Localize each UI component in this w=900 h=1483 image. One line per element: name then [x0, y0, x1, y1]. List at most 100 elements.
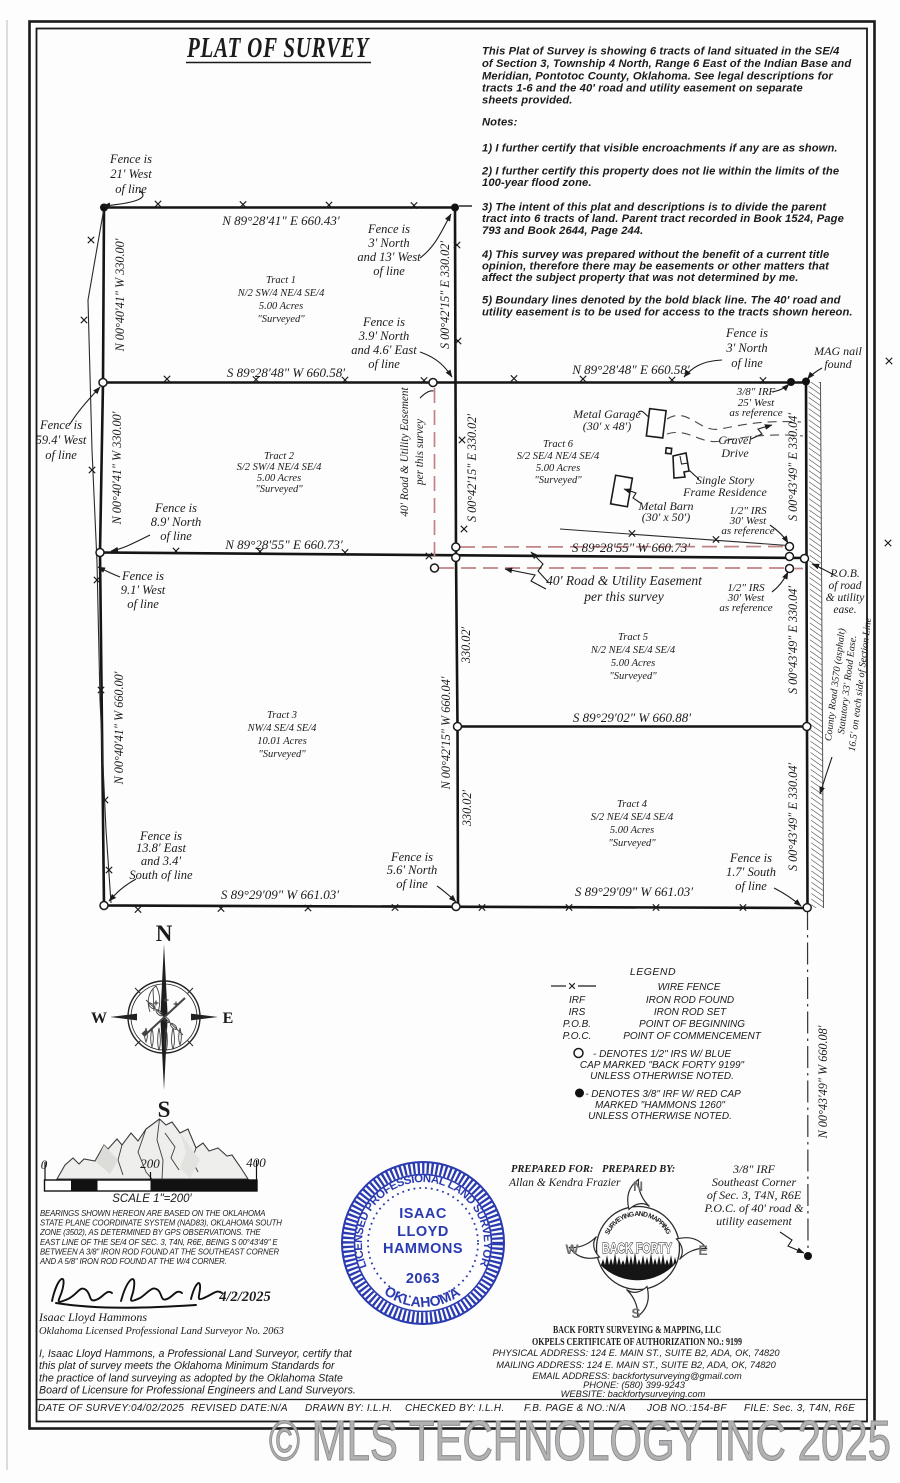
svg-text:affect the subject property th: affect the subject property that was not… — [482, 272, 798, 284]
svg-text:LLOYD: LLOYD — [397, 1224, 449, 1240]
svg-text:5.00 Acres: 5.00 Acres — [536, 463, 580, 474]
svg-text:Tract 2: Tract 2 — [264, 451, 295, 462]
svg-text:Tract 1: Tract 1 — [266, 275, 296, 286]
svg-text:UNLESS OTHERWISE NOTED.: UNLESS OTHERWISE NOTED. — [588, 1111, 732, 1122]
svg-text:EMAIL ADDRESS: backfortysurvey: EMAIL ADDRESS: backfortysurveying@gmail.… — [532, 1371, 742, 1381]
svg-text:EAST LINE OF THE SE/4 OF SEC.: EAST LINE OF THE SE/4 OF SEC. 3, T4N, R6… — [40, 1238, 278, 1247]
svg-text:BEARINGS SHOWN HEREON ARE BASE: BEARINGS SHOWN HEREON ARE BASED ON THE O… — [40, 1209, 265, 1218]
svg-text:Drive: Drive — [720, 446, 749, 460]
svg-text:21' West: 21' West — [110, 167, 152, 181]
svg-text:N: N — [633, 1178, 643, 1194]
svg-text:N 00°40′41" W 330.00′: N 00°40′41" W 330.00′ — [110, 411, 124, 525]
svg-text:330.02′: 330.02′ — [459, 627, 473, 665]
svg-text:and 4.6' East: and 4.6' East — [351, 343, 417, 357]
svg-text:100-year flood zone.: 100-year flood zone. — [482, 177, 592, 189]
svg-text:the practice of land surveying: the practice of land surveying as adopte… — [39, 1372, 343, 1384]
svg-text:Fence is: Fence is — [362, 315, 405, 329]
svg-text:5.00 Acres: 5.00 Acres — [611, 658, 655, 669]
svg-text:P.O.B.: P.O.B. — [829, 568, 860, 580]
svg-text:MAG nail: MAG nail — [813, 344, 862, 358]
svg-text:3' North: 3' North — [367, 236, 409, 250]
svg-text:of line: of line — [396, 877, 428, 891]
svg-text:OKPELS CERTIFICATE OF AUTHORIZ: OKPELS CERTIFICATE OF AUTHORIZATION NO.:… — [532, 1337, 742, 1348]
svg-text:S 00°42′15" E 330.02′: S 00°42′15" E 330.02′ — [438, 241, 452, 349]
svg-text:1) I further certify that visi: 1) I further certify that visible encroa… — [482, 143, 838, 155]
svg-text:Tract 4: Tract 4 — [617, 799, 648, 810]
svg-text:ISAAC: ISAAC — [399, 1206, 447, 1222]
svg-text:40' Road & Utility Easement: 40' Road & Utility Easement — [546, 573, 703, 588]
svg-text:- DENOTES 3/8" IRF W/ RED CAP: - DENOTES 3/8" IRF W/ RED CAP — [585, 1089, 741, 1100]
svg-text:59.4' West: 59.4' West — [36, 433, 87, 447]
svg-text:Tract 3: Tract 3 — [267, 710, 297, 721]
svg-text:Fence is: Fence is — [139, 829, 182, 843]
svg-text:3) The intent of this plat and: 3) The intent of this plat and descripti… — [482, 202, 827, 214]
svg-text:(30' x 50'): (30' x 50') — [642, 510, 690, 524]
svg-text:"Surveyed": "Surveyed" — [255, 484, 303, 495]
svg-text:CAP MARKED "BACK FORTY 9199": CAP MARKED "BACK FORTY 9199" — [580, 1060, 745, 1071]
svg-text:30' West: 30' West — [729, 515, 767, 527]
svg-text:FILE: Sec. 3, T4N, R6E: FILE: Sec. 3, T4N, R6E — [744, 1403, 855, 1414]
svg-text:PREPARED BY:: PREPARED BY: — [602, 1164, 675, 1175]
svg-text:5.6' North: 5.6' North — [387, 863, 438, 877]
svg-text:Fence is: Fence is — [390, 850, 433, 864]
svg-text:P.O.C.: P.O.C. — [563, 1031, 592, 1042]
svg-text:per this survey: per this survey — [414, 419, 426, 486]
svg-text:5.00 Acres: 5.00 Acres — [257, 473, 301, 484]
svg-text:S/2 SW/4 NE/4 SE/4: S/2 SW/4 NE/4 SE/4 — [237, 462, 323, 473]
svg-text:P.O.C. of 40' road &: P.O.C. of 40' road & — [704, 1201, 805, 1215]
svg-text:tract into 6 tracts of land. P: tract into 6 tracts of land. Parent trac… — [482, 213, 844, 225]
svg-text:© MLS TECHNOLOGY INC 2025: © MLS TECHNOLOGY INC 2025 — [269, 1409, 891, 1473]
svg-text:per this survey: per this survey — [583, 589, 663, 604]
svg-text:IRF: IRF — [569, 995, 586, 1006]
svg-text:found: found — [824, 357, 852, 371]
svg-text:Single Story: Single Story — [696, 473, 755, 487]
svg-text:S 89°28′55" W 660.73′: S 89°28′55" W 660.73′ — [572, 540, 690, 555]
svg-text:Southeast Corner: Southeast Corner — [712, 1175, 797, 1189]
svg-text:5.00 Acres: 5.00 Acres — [610, 825, 654, 836]
svg-text:Oklahoma Licensed Professional: Oklahoma Licensed Professional Land Surv… — [39, 1326, 284, 1337]
svg-text:S/2 NE/4 SE/4 SE/4: S/2 NE/4 SE/4 SE/4 — [591, 812, 674, 823]
svg-text:PHYSICAL ADDRESS: 124 E. MAIN: PHYSICAL ADDRESS: 124 E. MAIN ST., SUITE… — [492, 1348, 780, 1358]
svg-text:WIRE FENCE: WIRE FENCE — [658, 982, 721, 993]
svg-text:400: 400 — [246, 1155, 266, 1170]
svg-text:0: 0 — [41, 1157, 48, 1172]
svg-text:10.01 Acres: 10.01 Acres — [257, 736, 307, 747]
svg-text:- DENOTES 1/2" IRS W/ BLUE: - DENOTES 1/2" IRS W/ BLUE — [593, 1049, 731, 1060]
svg-text:3' North: 3' North — [725, 341, 767, 355]
svg-text:"Surveyed": "Surveyed" — [534, 475, 582, 486]
svg-text:N: N — [156, 921, 173, 946]
svg-text:of line: of line — [127, 597, 159, 611]
svg-text:"Surveyed": "Surveyed" — [609, 671, 657, 682]
svg-text:BACK FORTY: BACK FORTY — [602, 1241, 672, 1257]
svg-text:S: S — [158, 1097, 171, 1122]
svg-text:as reference: as reference — [719, 602, 772, 614]
svg-text:2) I further certify this prop: 2) I further certify this property does … — [481, 166, 839, 178]
svg-text:S 89°29′09" W 661.03′: S 89°29′09" W 661.03′ — [221, 887, 339, 902]
svg-text:POINT OF BEGINNING: POINT OF BEGINNING — [639, 1019, 745, 1030]
svg-text:200: 200 — [140, 1156, 160, 1171]
svg-text:sheets provided.: sheets provided. — [482, 95, 573, 107]
svg-text:S/2 SE/4 NE/4 SE/4: S/2 SE/4 NE/4 SE/4 — [517, 451, 600, 462]
svg-text:Metal Barn: Metal Barn — [638, 499, 694, 513]
svg-text:Tract 5: Tract 5 — [618, 632, 648, 643]
svg-text:N/2 SW/4 NE/4 SE/4: N/2 SW/4 NE/4 SE/4 — [237, 288, 325, 299]
svg-text:S 00°42′15" E 330.02′: S 00°42′15" E 330.02′ — [465, 414, 479, 522]
svg-text:tracts 1-6 and the 40' road an: tracts 1-6 and the 40' road and utility … — [482, 83, 803, 95]
svg-text:Fence is: Fence is — [154, 501, 197, 515]
svg-text:utility easement: utility easement — [716, 1214, 792, 1228]
svg-text:utility easement is to be used: utility easement is to be used for acces… — [482, 307, 853, 319]
svg-text:Allan & Kendra Frazier: Allan & Kendra Frazier — [508, 1177, 621, 1189]
svg-text:of line: of line — [115, 182, 147, 196]
svg-text:9.1' West: 9.1' West — [121, 583, 166, 597]
svg-text:N 00°43′49" W 660.08′: N 00°43′49" W 660.08′ — [816, 1025, 830, 1139]
svg-text:of Sec. 3, T4N, R6E: of Sec. 3, T4N, R6E — [707, 1188, 802, 1202]
svg-text:40' Road & Utility Easement: 40' Road & Utility Easement — [399, 387, 411, 517]
svg-text:Fence is: Fence is — [725, 326, 768, 340]
svg-text:Board of Licensure for Profess: Board of Licensure for Professional Engi… — [39, 1385, 356, 1397]
svg-text:13.8' East: 13.8' East — [136, 841, 186, 855]
svg-text:E: E — [698, 1242, 707, 1258]
svg-text:S 00°43′49" E 330.04′: S 00°43′49" E 330.04′ — [786, 413, 800, 521]
svg-text:CHECKED BY: I.L.H.: CHECKED BY: I.L.H. — [405, 1403, 505, 1414]
svg-text:JOB NO.:154-BF: JOB NO.:154-BF — [646, 1403, 727, 1414]
svg-text:This Plat of Survey is showing: This Plat of Survey is showing 6 tracts … — [482, 46, 840, 58]
